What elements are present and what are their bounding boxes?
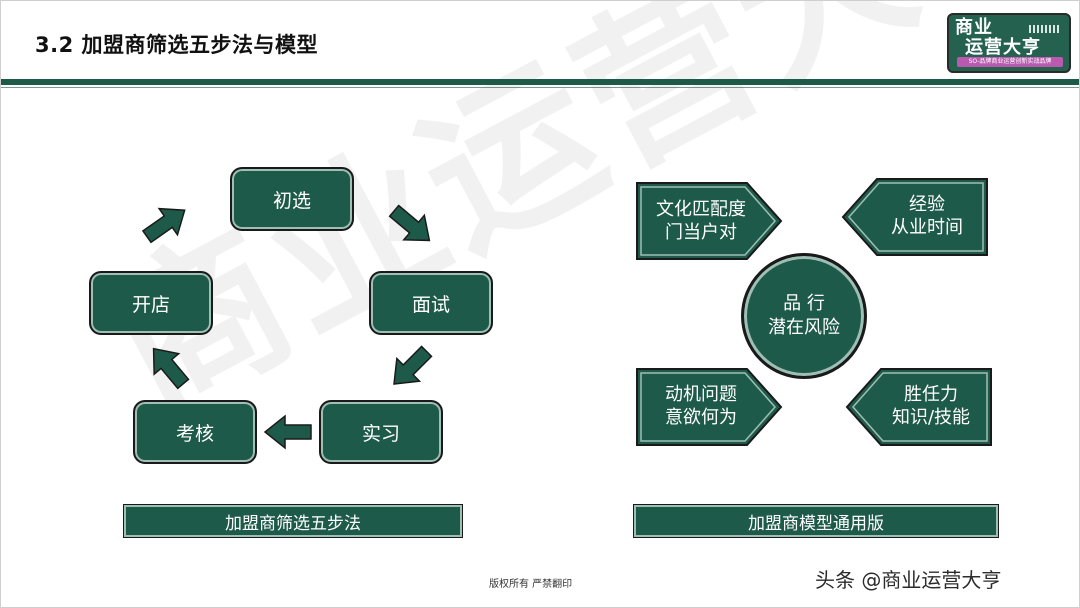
step-box-4: 考核 <box>133 400 257 464</box>
header-rule <box>1 79 1079 85</box>
logo-stripes <box>1029 25 1059 33</box>
logo-line-2: 运营大亨 <box>965 37 1041 58</box>
header-rule-thin <box>1 87 1079 88</box>
model-top-right-text: 经验 从业时间 <box>867 193 987 239</box>
logo-line-1: 商业 <box>955 17 993 38</box>
arrow-to-first <box>137 196 195 251</box>
model-top-left-text: 文化匹配度 门当户对 <box>641 198 761 244</box>
model-bottom-right-text: 胜任力 知识/技能 <box>871 383 991 429</box>
arrow-to-fourth <box>264 415 312 449</box>
step-box-5: 开店 <box>89 271 213 335</box>
chevron-bottom-left <box>636 368 783 446</box>
center-line-2: 潜在风险 <box>768 317 840 338</box>
chevron-bottom-right <box>845 368 992 446</box>
source-credit: 头条 @商业运营大亨 <box>815 568 1002 592</box>
chevron-top-right <box>841 178 988 256</box>
tl-line-1: 文化匹配度 <box>656 199 746 220</box>
tr-line-1: 经验 <box>909 194 945 215</box>
br-line-2: 知识/技能 <box>891 407 971 428</box>
arrow-to-second <box>383 197 441 254</box>
brand-logo: 商业 运营大亨 SO-品牌商业运营创新实战品牌 <box>947 13 1071 73</box>
step-box-1: 初选 <box>230 167 354 231</box>
copyright-notice: 版权所有 严禁翻印 <box>489 579 573 590</box>
arrow-to-third <box>381 339 439 397</box>
process-caption: 加盟商筛选五步法 <box>123 504 463 538</box>
center-line-1: 品 行 <box>783 293 825 314</box>
tr-line-2: 从业时间 <box>891 217 963 238</box>
model-bottom-left-text: 动机问题 意欲何为 <box>641 383 761 429</box>
chevron-top-left <box>636 182 783 260</box>
page-title: 3.2 加盟商筛选五步法与模型 <box>35 33 319 57</box>
step-box-3: 实习 <box>319 400 443 464</box>
model-center-circle: 品 行 潜在风险 <box>741 253 867 379</box>
step-box-2: 面试 <box>369 271 493 335</box>
logo-tagline: SO-品牌商业运营创新实战品牌 <box>957 57 1063 67</box>
model-caption: 加盟商模型通用版 <box>633 504 999 538</box>
bl-line-2: 意欲何为 <box>665 407 737 428</box>
arrow-to-fifth <box>140 337 197 395</box>
bl-line-1: 动机问题 <box>665 384 737 405</box>
tl-line-2: 门当户对 <box>665 222 737 243</box>
br-line-1: 胜任力 <box>904 384 958 405</box>
